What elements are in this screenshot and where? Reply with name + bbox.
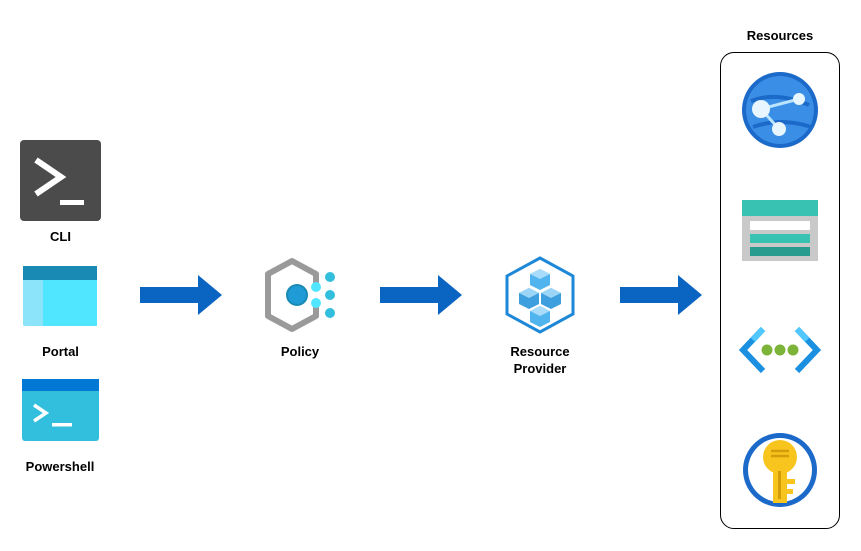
portal-label: Portal	[42, 344, 79, 359]
resource-provider-label: Resource Provider	[490, 343, 590, 377]
cli-label: CLI	[50, 229, 71, 244]
flow-arrow	[140, 275, 222, 320]
virtual-network-icon	[738, 326, 822, 379]
resource-provider-cubes-icon	[503, 255, 577, 340]
policy-label: Policy	[280, 344, 320, 359]
resources-title: Resources	[746, 28, 814, 43]
key-vault-icon	[741, 431, 819, 514]
storage-account-icon	[742, 200, 818, 266]
flow-arrow	[620, 275, 702, 320]
resource-provider-label-line1: Resource	[510, 344, 570, 359]
policy-icon	[262, 257, 338, 338]
flow-arrow	[380, 275, 462, 320]
cli-terminal-icon	[20, 140, 101, 226]
resource-provider-label-line2: Provider	[513, 361, 567, 376]
powershell-icon	[22, 379, 99, 446]
web-app-globe-icon	[741, 71, 819, 154]
resources-panel	[720, 52, 840, 529]
powershell-label: Powershell	[25, 459, 95, 474]
portal-window-icon	[23, 266, 97, 331]
